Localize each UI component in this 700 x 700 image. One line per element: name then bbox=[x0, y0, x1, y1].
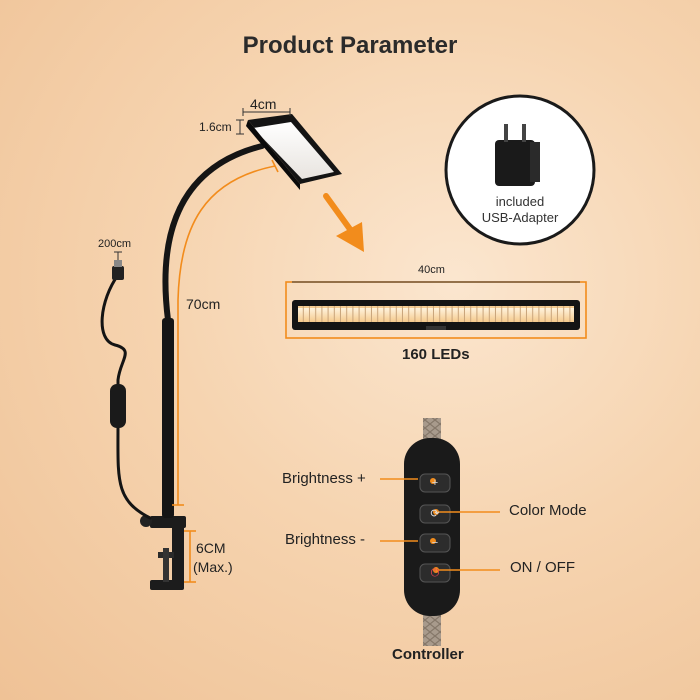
led-count-label: 160 LEDs bbox=[402, 346, 470, 363]
on-off-label: ON / OFF bbox=[510, 559, 575, 576]
bar-length-label: 40cm bbox=[418, 264, 445, 276]
adapter-caption: included USB-Adapter bbox=[470, 194, 570, 226]
zoom-arrow bbox=[323, 193, 364, 252]
desk-clamp bbox=[140, 515, 186, 590]
clamp-opening-label: 6CM bbox=[196, 540, 226, 556]
head-thickness-label: 1.6cm bbox=[199, 120, 232, 134]
controller-title: Controller bbox=[392, 646, 464, 663]
usb-cable bbox=[100, 273, 152, 520]
clamp-dimension-line bbox=[184, 530, 196, 583]
controller-device bbox=[404, 418, 460, 646]
minus-icon: − bbox=[431, 537, 439, 549]
arm-dimension-line bbox=[172, 159, 279, 506]
color-mode-label: Color Mode bbox=[509, 502, 587, 519]
head-width-label: 4cm bbox=[250, 96, 277, 112]
plus-icon: + bbox=[431, 477, 439, 489]
leader-dot-color-mode bbox=[433, 509, 439, 515]
clamp-note-label: (Max.) bbox=[193, 559, 233, 575]
cable-length-label: 200cm bbox=[98, 238, 132, 250]
leader-dot-power bbox=[433, 567, 439, 573]
leader-dot-brightness-up bbox=[430, 478, 436, 484]
brightness-up-label: Brightness + bbox=[282, 470, 366, 487]
inline-switch bbox=[110, 384, 126, 428]
power-icon: ⏻ bbox=[430, 567, 440, 579]
controller-leader-lines bbox=[380, 478, 500, 571]
lamp-pole bbox=[162, 143, 265, 518]
color-mode-icon: ⟳ bbox=[430, 508, 440, 520]
page-title: Product Parameter bbox=[242, 32, 458, 59]
adapter-badge bbox=[444, 94, 596, 246]
usb-connector bbox=[114, 260, 122, 267]
usb-plug bbox=[112, 266, 124, 280]
arm-length-label: 70cm bbox=[186, 296, 221, 312]
head-width-dimension bbox=[236, 108, 291, 135]
brightness-down-label: Brightness - bbox=[285, 531, 366, 548]
leader-dot-brightness-down bbox=[430, 538, 436, 544]
lamp-head bbox=[246, 114, 342, 190]
adapter-line-1: included bbox=[495, 194, 545, 209]
led-bar bbox=[292, 300, 580, 330]
adapter-line-2: USB-Adapter bbox=[481, 210, 559, 225]
